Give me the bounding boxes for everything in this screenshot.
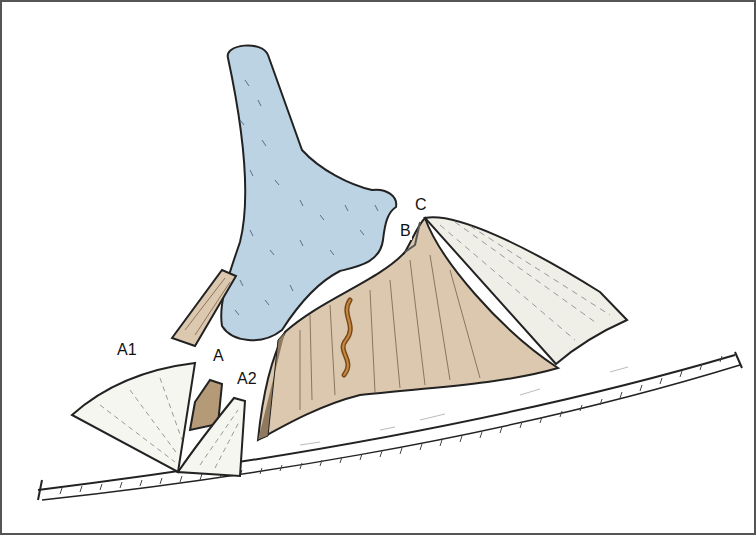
blue-structure xyxy=(221,45,396,340)
part-label: A xyxy=(212,347,225,365)
left-pieces xyxy=(72,270,245,476)
part-label: A1 xyxy=(116,341,138,359)
part-label: B xyxy=(399,222,412,240)
part-label: C xyxy=(414,196,428,214)
part-label: A2 xyxy=(236,370,258,388)
